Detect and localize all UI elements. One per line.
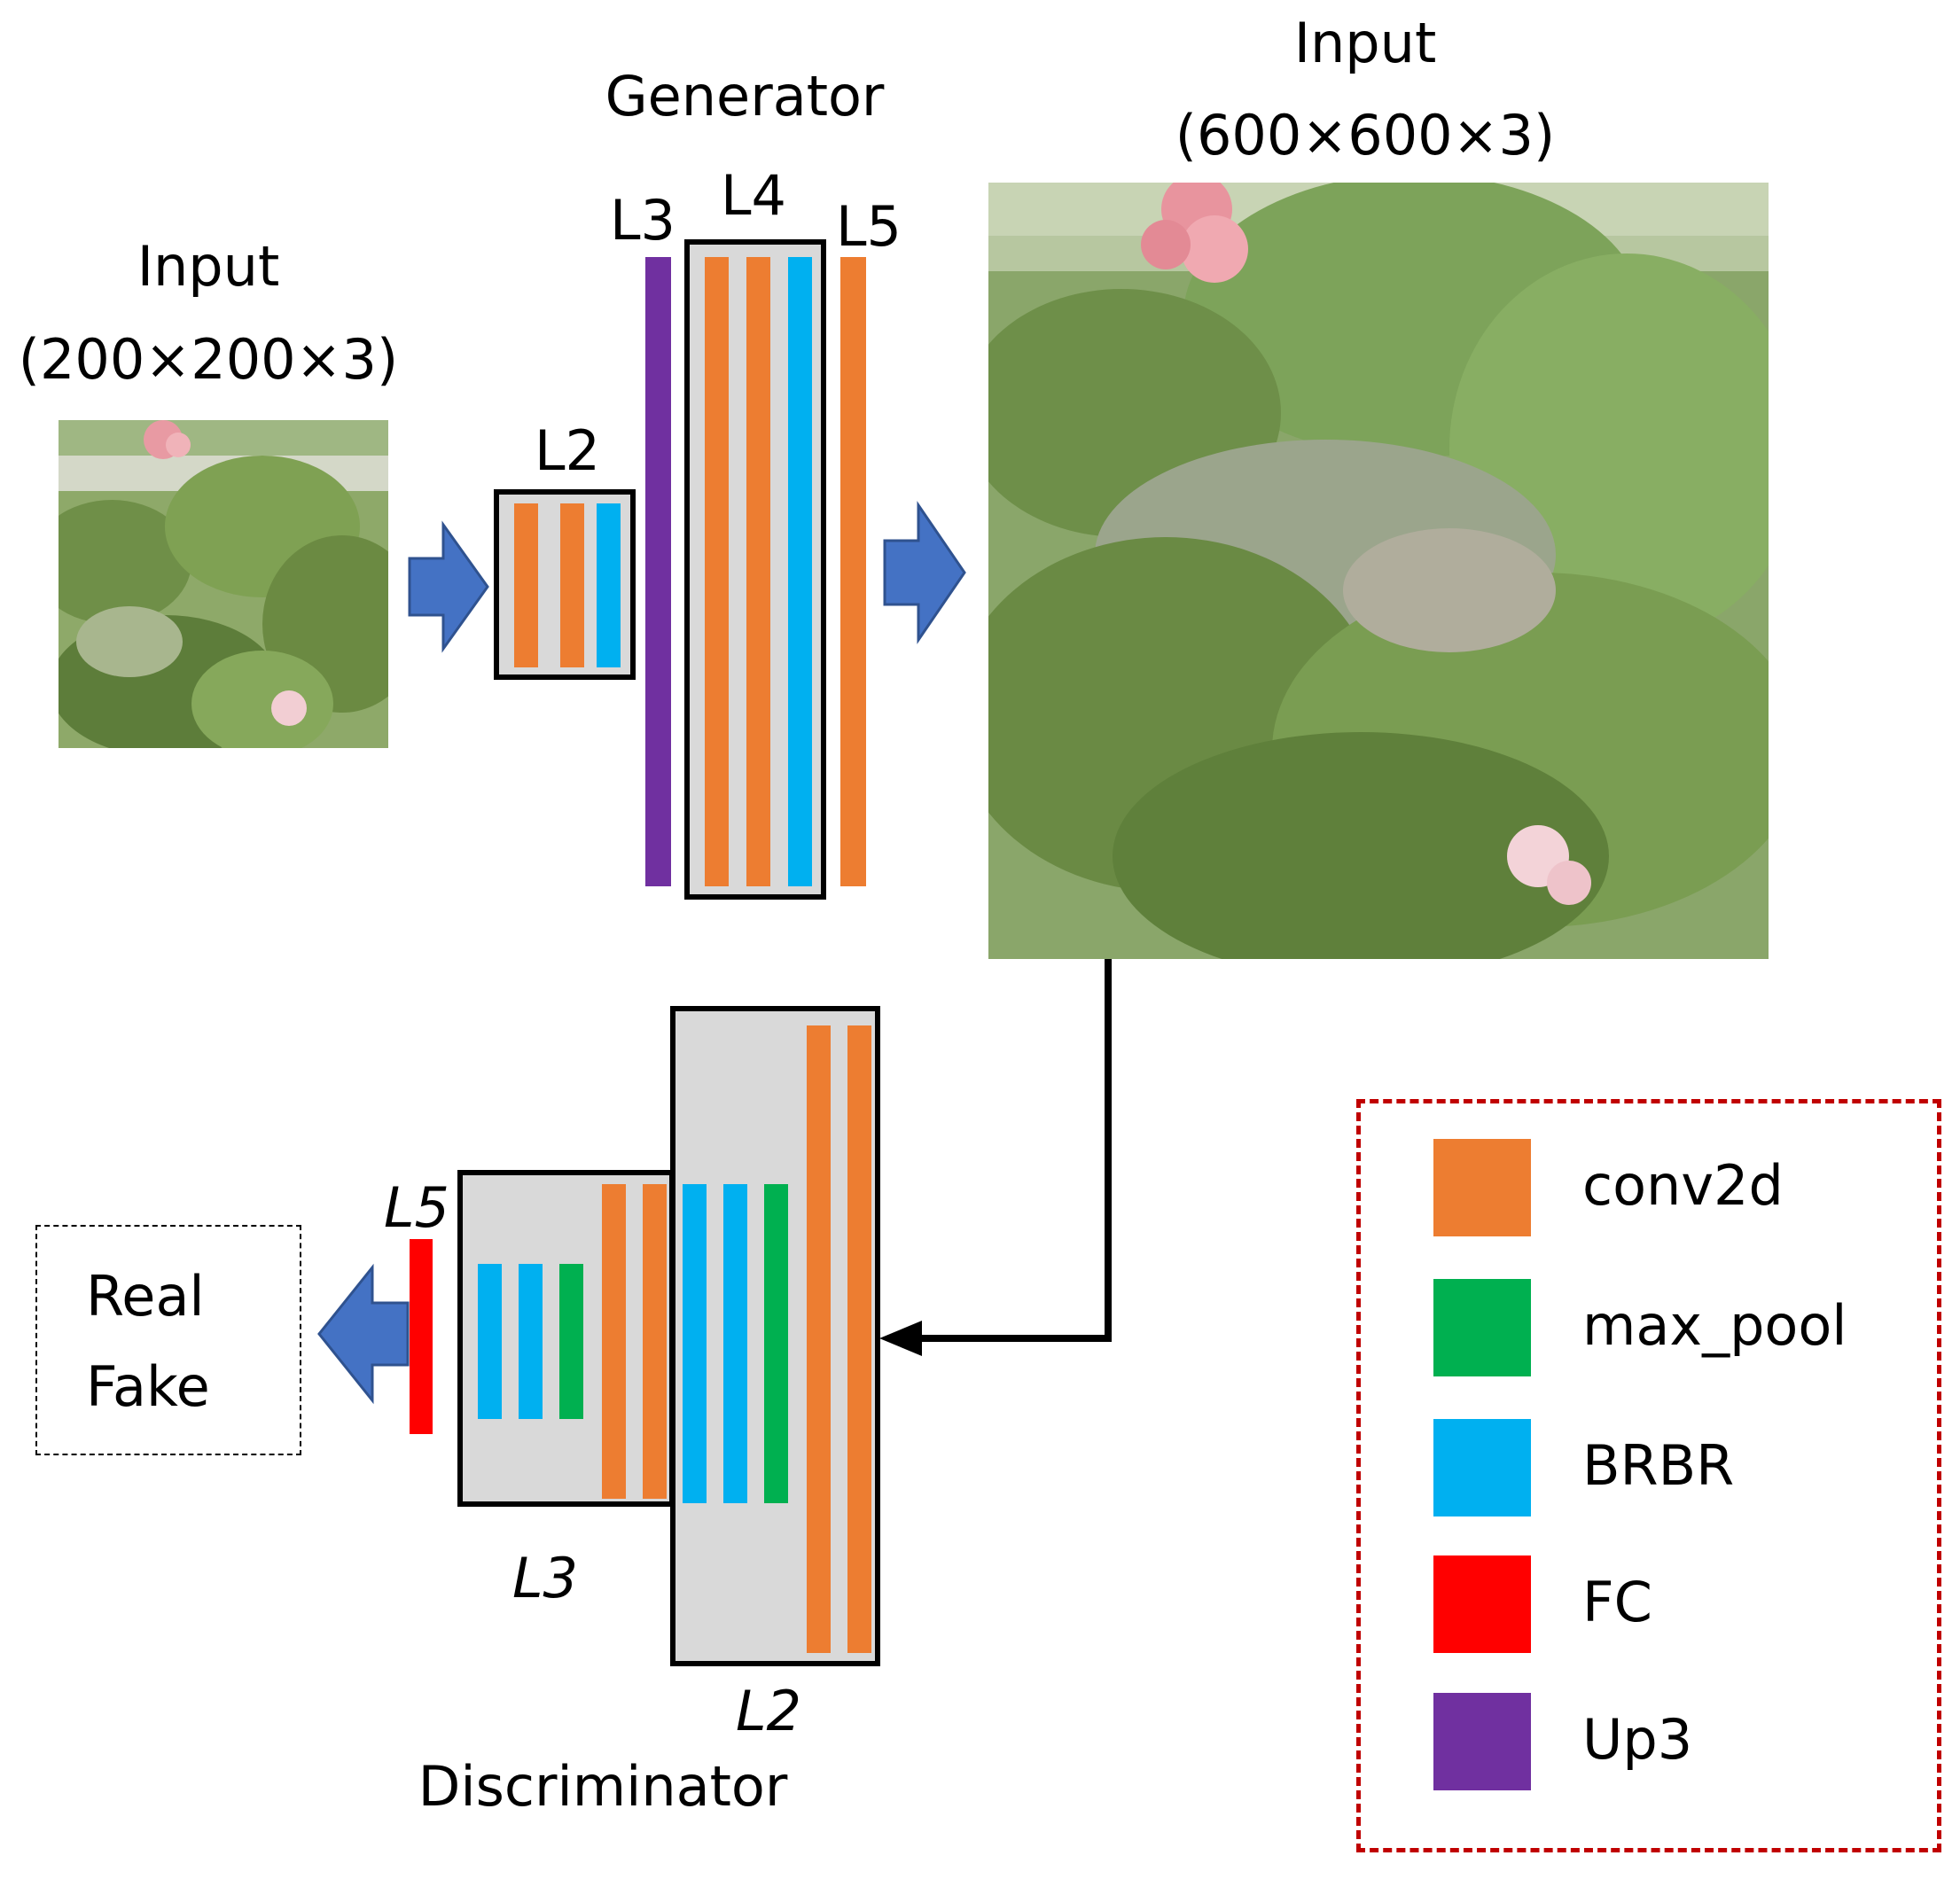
output-box: Real Fake xyxy=(35,1225,301,1455)
disc-l3-brbr-2 xyxy=(519,1264,543,1419)
disc-l5-label: L5 xyxy=(384,1175,449,1240)
disc-l3-block xyxy=(457,1170,675,1507)
disc-l2-block xyxy=(670,1006,880,1666)
feed-arrowhead xyxy=(879,1321,922,1356)
gen-l4-label: L4 xyxy=(721,163,786,228)
input-small-size: (200×200×3) xyxy=(18,327,399,392)
input-large-size: (600×600×3) xyxy=(1175,103,1556,168)
legend-swatch-up3 xyxy=(1433,1693,1531,1790)
gen-l2-conv2d-1 xyxy=(514,503,538,667)
legend-label-max-pool: max_pool xyxy=(1582,1293,1847,1358)
legend-label-conv2d: conv2d xyxy=(1582,1153,1784,1218)
arrow-right-2 xyxy=(883,501,966,644)
disc-l2-max-pool xyxy=(764,1184,788,1503)
gen-l2-label: L2 xyxy=(535,418,600,483)
legend-swatch-conv2d xyxy=(1433,1139,1531,1236)
disc-l3-conv2d-2 xyxy=(643,1184,667,1499)
input-small-image xyxy=(59,420,388,748)
gen-l4-block xyxy=(684,239,826,900)
garden-photo-large xyxy=(988,183,1769,959)
legend-swatch-max-pool xyxy=(1433,1279,1531,1376)
disc-l2-conv2d-2 xyxy=(847,1025,871,1653)
legend-swatch-fc xyxy=(1433,1555,1531,1653)
output-fake: Fake xyxy=(86,1354,210,1419)
gen-l5-conv2d xyxy=(840,257,866,886)
discriminator-title: Discriminator xyxy=(418,1754,788,1819)
disc-l3-brbr-1 xyxy=(478,1264,502,1419)
generator-title: Generator xyxy=(605,64,885,129)
disc-l5-fc xyxy=(410,1239,433,1434)
gen-l4-conv2d-2 xyxy=(746,257,770,886)
feed-line xyxy=(913,959,1112,1342)
gen-l3-label: L3 xyxy=(610,188,675,253)
disc-l2-label: L2 xyxy=(736,1679,801,1743)
disc-l2-brbr-1 xyxy=(683,1184,707,1503)
legend-label-brbr: BRBR xyxy=(1582,1433,1735,1498)
arrow-right-1 xyxy=(408,520,489,653)
legend-label-fc: FC xyxy=(1582,1570,1652,1634)
gen-l3-up3 xyxy=(645,257,671,886)
input-large-image xyxy=(988,183,1769,959)
legend-box: conv2d max_pool BRBR FC Up3 xyxy=(1356,1099,1941,1852)
gen-l4-brbr xyxy=(788,257,812,886)
disc-l3-max-pool xyxy=(559,1264,583,1419)
gen-l2-conv2d-2 xyxy=(560,503,584,667)
input-small-title: Input xyxy=(137,234,280,299)
gen-l5-label: L5 xyxy=(836,194,902,259)
arrow-left-output xyxy=(317,1263,410,1405)
disc-l3-label: L3 xyxy=(512,1546,578,1610)
disc-l2-brbr-2 xyxy=(723,1184,747,1503)
output-real: Real xyxy=(86,1264,205,1329)
disc-l3-conv2d-1 xyxy=(602,1184,626,1499)
legend-swatch-brbr xyxy=(1433,1419,1531,1516)
disc-l2-conv2d-1 xyxy=(807,1025,831,1653)
gen-l2-brbr xyxy=(597,503,621,667)
gen-l2-block xyxy=(494,489,636,680)
input-large-title: Input xyxy=(1293,11,1437,75)
legend-label-up3: Up3 xyxy=(1582,1707,1693,1772)
garden-photo-small xyxy=(59,420,388,748)
gen-l4-conv2d-1 xyxy=(705,257,729,886)
